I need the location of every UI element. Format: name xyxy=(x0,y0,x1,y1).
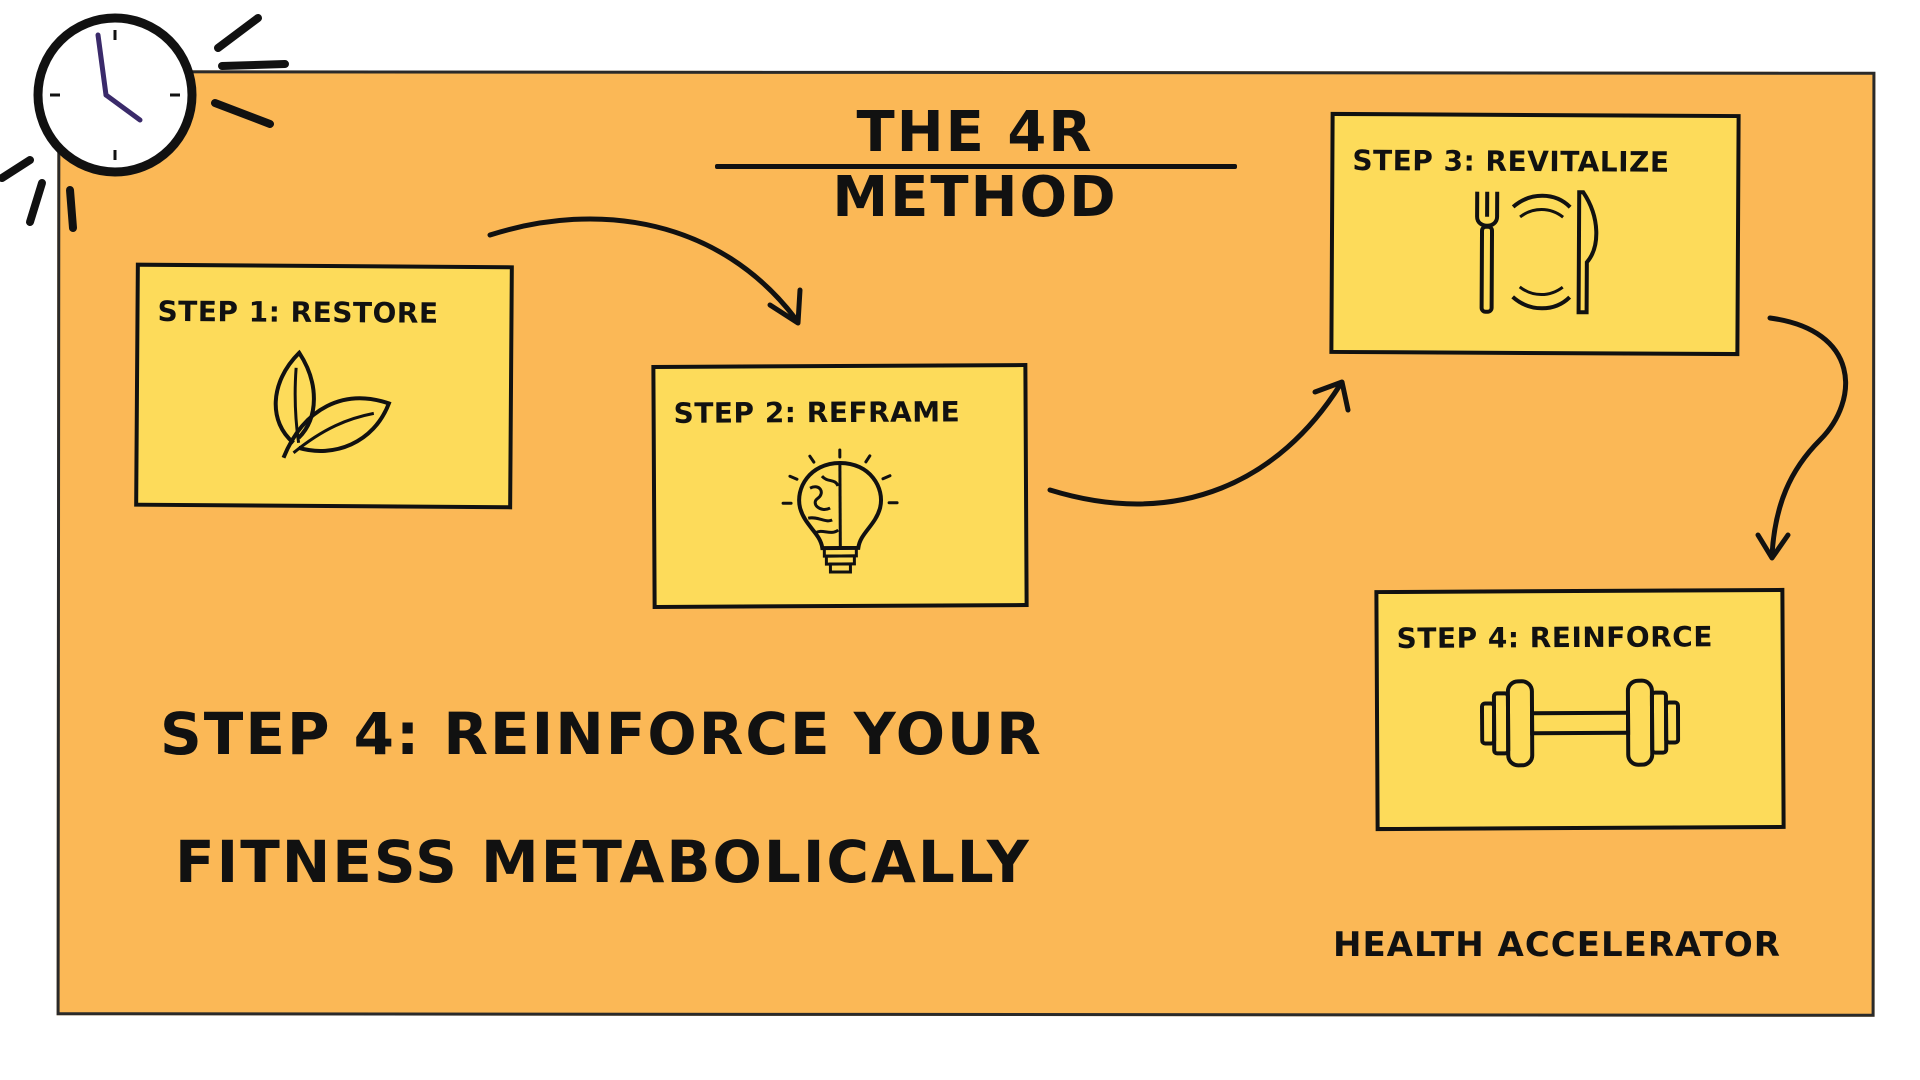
fork-plate-knife-icon xyxy=(1475,190,1599,315)
step-label: STEP 2: REFRAME xyxy=(673,395,961,430)
step-card-reinforce: STEP 4: REINFORCE xyxy=(1374,587,1786,832)
brand-name: HEALTH ACCELERATOR xyxy=(1333,925,1781,965)
page-title: THE 4R METHOD xyxy=(832,100,1118,230)
step-label: STEP 1: RESTORE xyxy=(157,294,439,330)
step-label: STEP 3: REVITALIZE xyxy=(1352,144,1670,179)
step-card-revitalize: STEP 3: REVITALIZE xyxy=(1329,111,1741,357)
step-label: STEP 4: REINFORCE xyxy=(1396,620,1714,655)
dumbbell-icon xyxy=(1479,678,1681,768)
headline-line-2: FITNESS METABOLICALLY xyxy=(175,828,1031,896)
brain-lightbulb-icon xyxy=(781,448,899,574)
headline-line-1: STEP 4: REINFORCE YOUR xyxy=(160,700,1043,768)
leaves-icon xyxy=(273,349,392,459)
step-card-restore: STEP 1: RESTORE xyxy=(134,262,514,510)
title-underline xyxy=(715,164,1237,169)
step-card-reframe: STEP 2: REFRAME xyxy=(651,363,1029,609)
